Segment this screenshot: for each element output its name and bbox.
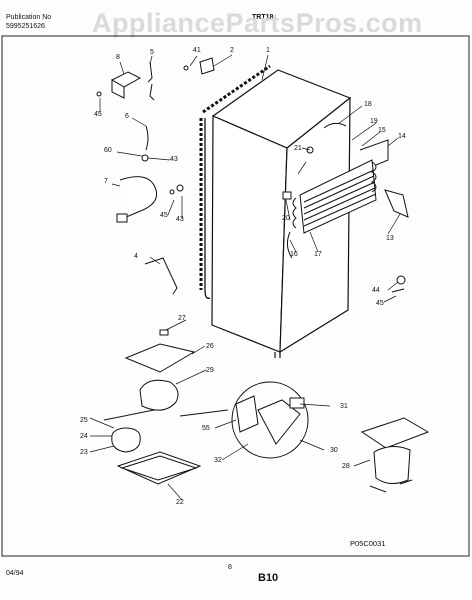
callout-1: 1 bbox=[266, 47, 270, 54]
callout-55: 55 bbox=[202, 425, 210, 432]
drain-pan-assembly bbox=[360, 417, 430, 493]
callout-27: 27 bbox=[178, 315, 186, 322]
callout-7: 7 bbox=[104, 178, 108, 185]
publication-label: Publication No bbox=[6, 14, 52, 21]
callout-44: 44 bbox=[372, 287, 380, 294]
callout-8: 8 bbox=[116, 54, 120, 61]
callout-16: 16 bbox=[290, 251, 298, 258]
drain-tube bbox=[286, 122, 409, 259]
issue-date: 04/94 bbox=[6, 570, 24, 577]
callout-22: 22 bbox=[176, 499, 184, 506]
callout-43: 43 bbox=[176, 216, 184, 223]
relay-assembly bbox=[231, 381, 309, 459]
callout-5: 5 bbox=[150, 49, 154, 56]
small-parts bbox=[96, 57, 406, 336]
callout-21: 21 bbox=[294, 145, 302, 152]
condenser-coil bbox=[292, 159, 377, 234]
callout-15: 15 bbox=[378, 127, 386, 134]
callout-45: 45 bbox=[94, 111, 102, 118]
callout-19: 19 bbox=[370, 118, 378, 125]
model-code: TRT18 bbox=[252, 14, 274, 21]
callout-45: 45 bbox=[160, 212, 168, 219]
diagram-code: P05C0031 bbox=[350, 539, 386, 548]
callout-6: 6 bbox=[125, 113, 129, 120]
callout-20: 20 bbox=[282, 215, 290, 222]
compressor-assembly bbox=[103, 343, 229, 485]
callout-31: 31 bbox=[340, 403, 348, 410]
callout-2: 2 bbox=[230, 47, 234, 54]
callout-14: 14 bbox=[398, 133, 406, 140]
callout-18: 18 bbox=[364, 101, 372, 108]
callout-4: 4 bbox=[134, 253, 138, 260]
callout-41: 41 bbox=[193, 47, 201, 54]
callout-25: 25 bbox=[80, 417, 88, 424]
callout-32: 32 bbox=[214, 457, 222, 464]
callout-45: 45 bbox=[376, 300, 384, 307]
leader-lines bbox=[89, 54, 401, 501]
callout-60: 60 bbox=[104, 147, 112, 154]
callout-43: 43 bbox=[170, 156, 178, 163]
sheet-number: 8 bbox=[228, 564, 232, 571]
watermark: AppliancePartsPros.com bbox=[92, 8, 423, 38]
callout-13: 13 bbox=[386, 235, 394, 242]
callout-29: 29 bbox=[206, 367, 214, 374]
callout-23: 23 bbox=[80, 449, 88, 456]
door-gasket bbox=[199, 64, 271, 299]
callout-26: 26 bbox=[206, 343, 214, 350]
callout-28: 28 bbox=[342, 463, 350, 470]
callout-30: 30 bbox=[330, 447, 338, 454]
callout-24: 24 bbox=[80, 433, 88, 440]
diagram-frame bbox=[1, 35, 470, 557]
callout-17: 17 bbox=[314, 251, 322, 258]
page-number: B10 bbox=[258, 572, 279, 584]
publication-number: 5995251626 bbox=[6, 23, 45, 30]
